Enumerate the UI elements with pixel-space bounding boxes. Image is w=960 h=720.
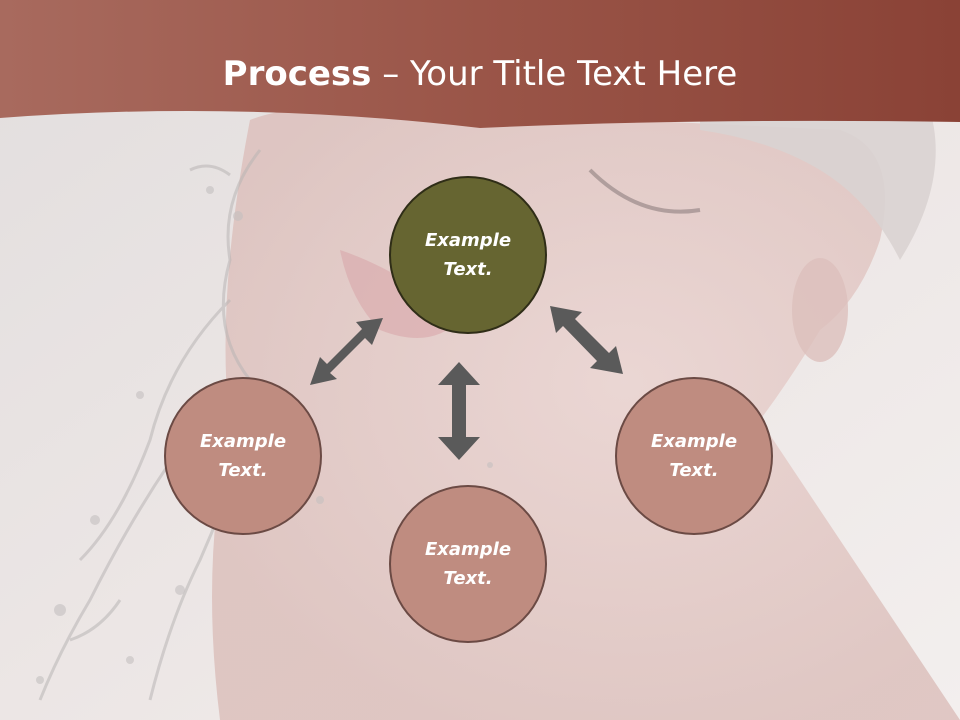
node-left-line2: Text. (218, 460, 268, 481)
title-separator: – (371, 54, 411, 94)
node-right-line2: Text. (669, 460, 719, 481)
process-node-top: Example Text. (389, 176, 547, 334)
node-top-line1: Example (424, 230, 512, 251)
node-top-line2: Text. (443, 259, 493, 280)
water-drops (36, 186, 493, 684)
hair-shape (700, 110, 936, 260)
page-title: Process – Your Title Text Here (0, 52, 960, 96)
node-right-line1: Example (650, 431, 738, 452)
node-bottom-text: Example Text. (425, 535, 511, 593)
node-left-line1: Example (199, 431, 287, 452)
title-bold: Process (222, 54, 372, 94)
ear-shape (792, 258, 848, 362)
title-rest: Your Title Text Here (410, 54, 738, 94)
process-node-right: Example Text. (615, 377, 773, 535)
node-bottom-line2: Text. (443, 568, 493, 589)
node-top-text: Example Text. (425, 226, 511, 284)
process-node-bottom: Example Text. (389, 485, 547, 643)
node-left-text: Example Text. (200, 427, 286, 485)
eyelash-shape (588, 168, 701, 214)
node-right-text: Example Text. (651, 427, 737, 485)
header-band (0, 0, 960, 128)
process-node-left: Example Text. (164, 377, 322, 535)
node-bottom-line1: Example (424, 539, 512, 560)
